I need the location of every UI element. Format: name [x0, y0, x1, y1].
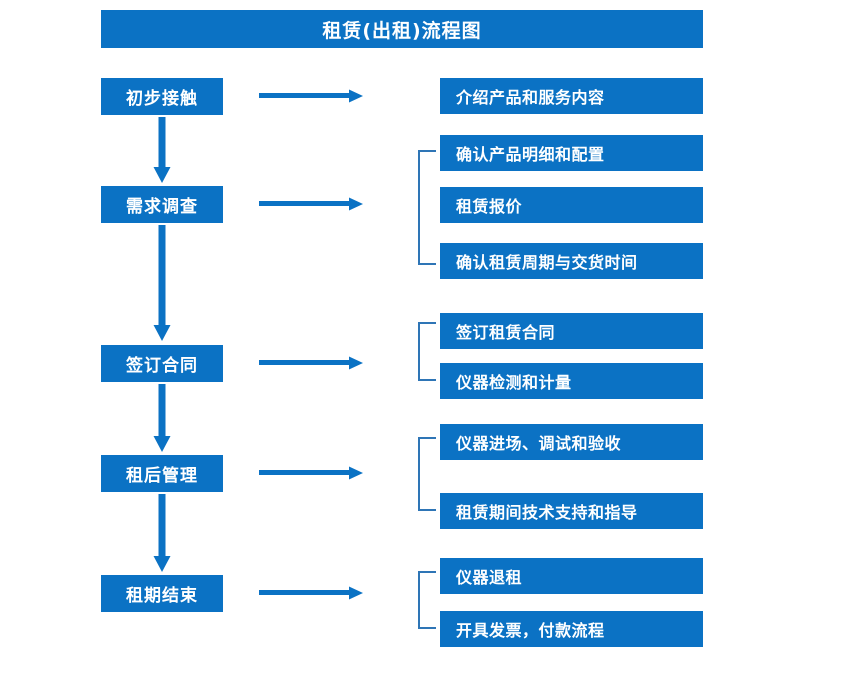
stage-box-1[interactable]: 初步接触 — [101, 78, 223, 115]
horizontal-arrow-4 — [259, 465, 364, 481]
horizontal-arrow-1 — [259, 88, 364, 104]
group-bracket-5 — [418, 571, 436, 629]
horizontal-arrow-5 — [259, 585, 364, 601]
vertical-arrow-1 — [151, 117, 173, 185]
stage-box-3[interactable]: 签订合同 — [101, 345, 223, 382]
detail-box-6[interactable]: 仪器检测和计量 — [440, 363, 703, 399]
vertical-arrow-3 — [151, 384, 173, 454]
detail-box-10[interactable]: 开具发票，付款流程 — [440, 611, 703, 647]
detail-box-5[interactable]: 签订租赁合同 — [440, 313, 703, 349]
group-bracket-2 — [418, 150, 436, 265]
stage-box-4[interactable]: 租后管理 — [101, 455, 223, 492]
horizontal-arrow-3 — [259, 355, 364, 371]
detail-box-7[interactable]: 仪器进场、调试和验收 — [440, 424, 703, 460]
stage-box-5[interactable]: 租期结束 — [101, 575, 223, 612]
detail-box-3[interactable]: 租赁报价 — [440, 187, 703, 223]
detail-box-8[interactable]: 租赁期间技术支持和指导 — [440, 493, 703, 529]
vertical-arrow-4 — [151, 494, 173, 574]
detail-box-2[interactable]: 确认产品明细和配置 — [440, 135, 703, 171]
detail-box-9[interactable]: 仪器退租 — [440, 558, 703, 594]
group-bracket-3 — [418, 322, 436, 381]
detail-box-4[interactable]: 确认租赁周期与交货时间 — [440, 243, 703, 279]
flowchart-title: 租赁(出租)流程图 — [101, 10, 703, 48]
horizontal-arrow-2 — [259, 196, 364, 212]
vertical-arrow-2 — [151, 225, 173, 343]
stage-box-2[interactable]: 需求调查 — [101, 186, 223, 223]
group-bracket-4 — [418, 437, 436, 511]
detail-box-1[interactable]: 介绍产品和服务内容 — [440, 78, 703, 114]
